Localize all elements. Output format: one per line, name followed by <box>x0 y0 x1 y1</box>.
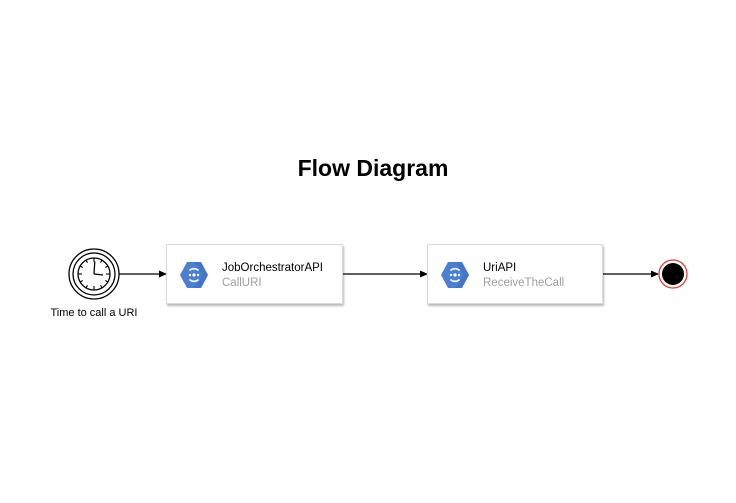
task-operation: CallURI <box>222 277 262 289</box>
cloud-endpoints-icon <box>180 262 208 288</box>
task-operation: ReceiveTheCall <box>483 277 565 289</box>
task-name: JobOrchestratorAPI <box>222 262 323 274</box>
task-card-job-orchestrator[interactable]: JobOrchestratorAPI CallURI <box>166 244 343 304</box>
task-card-uri-api[interactable]: UriAPI ReceiveTheCall <box>427 244 603 304</box>
start-event-label: Time to call a URI <box>50 307 138 319</box>
clock-timer-icon[interactable] <box>68 248 120 300</box>
end-event-icon[interactable] <box>658 259 688 289</box>
cloud-endpoints-icon <box>441 262 469 288</box>
diagram-title: Flow Diagram <box>297 155 449 181</box>
task-name: UriAPI <box>483 262 517 274</box>
